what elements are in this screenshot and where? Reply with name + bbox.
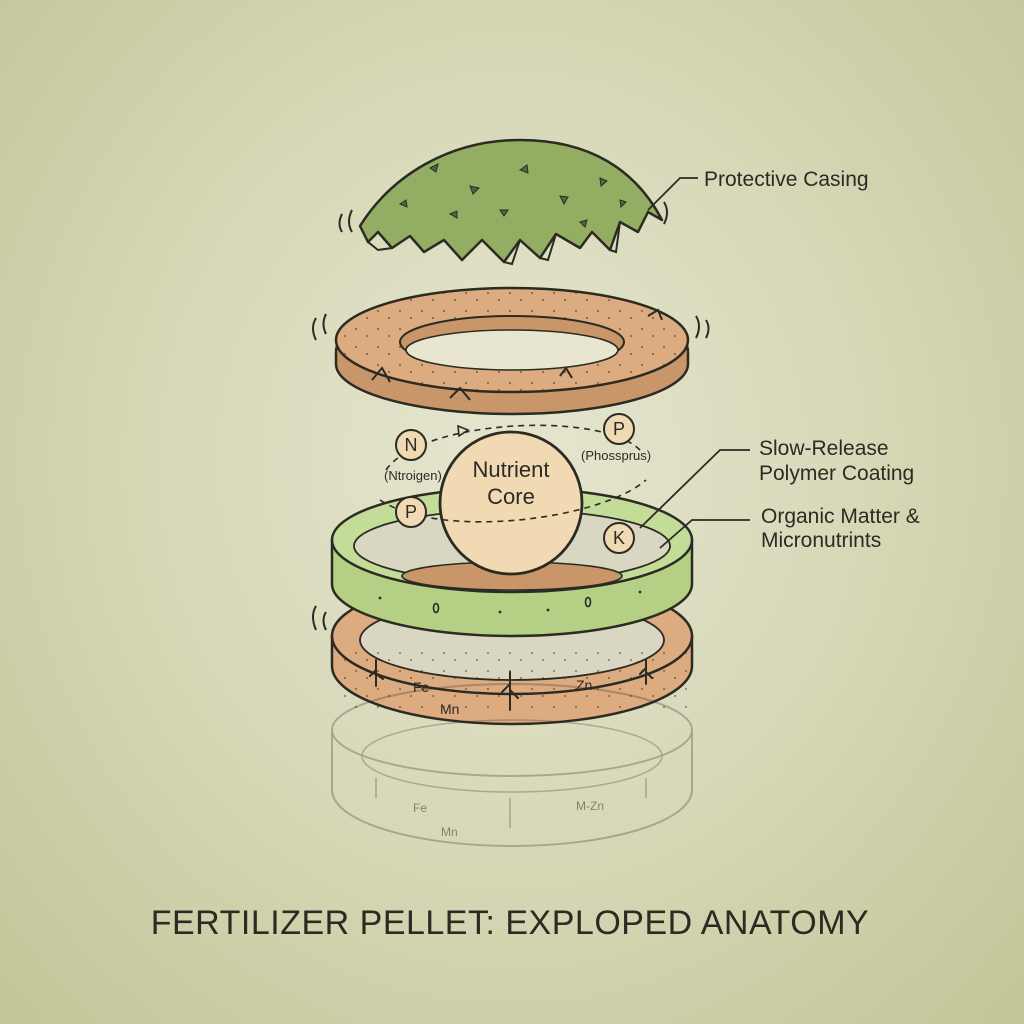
reflect-zn: M-Zn	[576, 799, 604, 813]
callout-organic-matter: Organic Matter & Micronutrints	[659, 505, 920, 552]
phosphorus-symbol-left: P	[405, 502, 417, 522]
phosphorus-badge-left: P	[395, 496, 427, 528]
protective-casing	[338, 138, 668, 266]
upper-organic-ring	[312, 286, 710, 416]
label-polymer-line2: Polymer Coating	[759, 462, 914, 485]
core-label-line2: Core	[487, 484, 535, 509]
core-label-line1: Nutrient	[472, 457, 549, 482]
nutrient-core: Nutrient Core	[379, 424, 647, 576]
ring-reflection	[331, 683, 693, 847]
label-polymer-line1: Slow-Release	[759, 437, 889, 460]
nitrogen-symbol: N	[405, 435, 418, 455]
diagram-title: FERTILIZER PELLET: EXPLOPED ANATOMY	[151, 904, 870, 942]
label-organic-line2: Micronutrints	[761, 529, 881, 552]
callout-polymer-coating: Slow-Release Polymer Coating	[639, 437, 914, 529]
label-organic-line1: Organic Matter &	[761, 505, 920, 528]
potassium-badge: K	[603, 522, 635, 554]
callout-protective-casing: Protective Casing	[647, 168, 869, 211]
phosphorus-badge-top: P	[603, 413, 635, 445]
micro-mn: Mn	[440, 701, 459, 717]
nitrogen-badge: N	[395, 429, 427, 461]
potassium-symbol: K	[613, 528, 625, 548]
micro-fe: Fe	[413, 679, 430, 695]
nitrogen-name: (Ntroigen)	[384, 468, 442, 483]
micro-zn: Zn	[576, 677, 592, 693]
phosphorus-symbol-top: P	[613, 419, 625, 439]
reflect-fe: Fe	[413, 801, 427, 815]
phosphorus-name: (Phossprus)	[581, 448, 651, 463]
reflect-mn: Mn	[441, 825, 458, 839]
label-protective-casing: Protective Casing	[704, 168, 869, 191]
